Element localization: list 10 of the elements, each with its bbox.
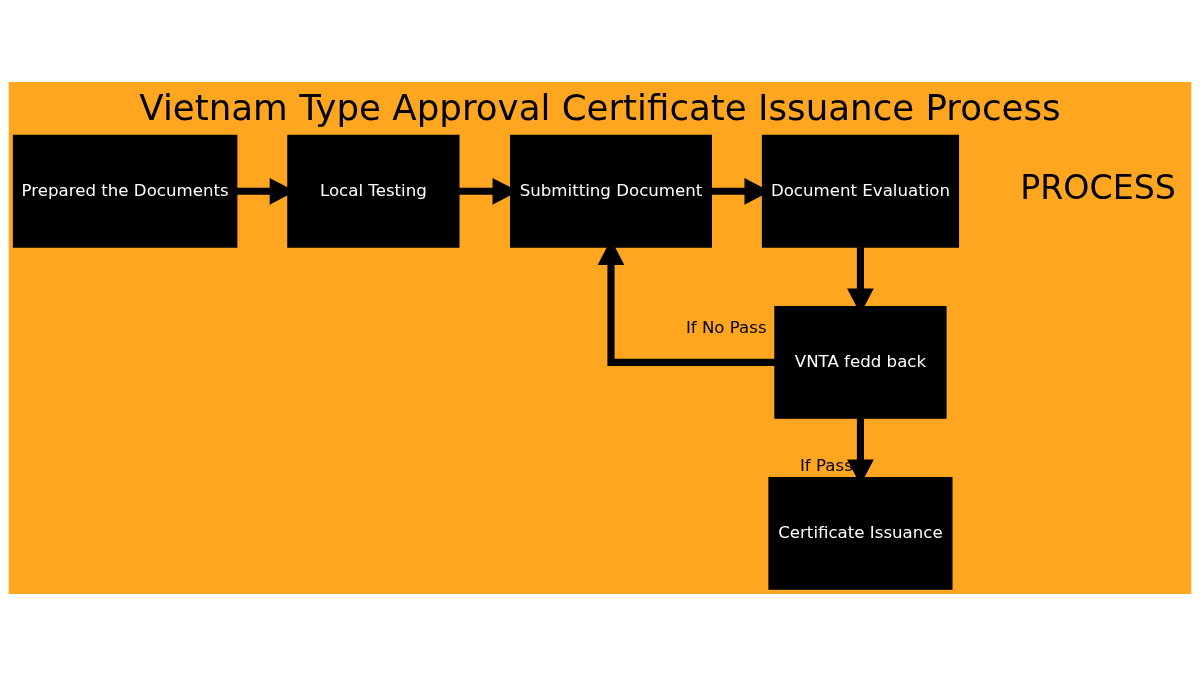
node-box: VNTA fedd back xyxy=(774,305,947,419)
node-box: Submitting Document xyxy=(510,134,712,248)
edge-label: If Pass xyxy=(799,455,853,475)
node-box: Prepared the Documents xyxy=(12,134,238,248)
diagram-title: Vietnam Type Approval Certificate Issuance Process xyxy=(139,86,1061,128)
edge-label: If No Pass xyxy=(685,317,767,337)
node-box: Document Evaluation xyxy=(761,134,960,248)
label: PROCESS xyxy=(1020,167,1176,207)
node-box: Certificate Issuance xyxy=(768,476,953,590)
node-box: Local Testing xyxy=(287,134,460,248)
